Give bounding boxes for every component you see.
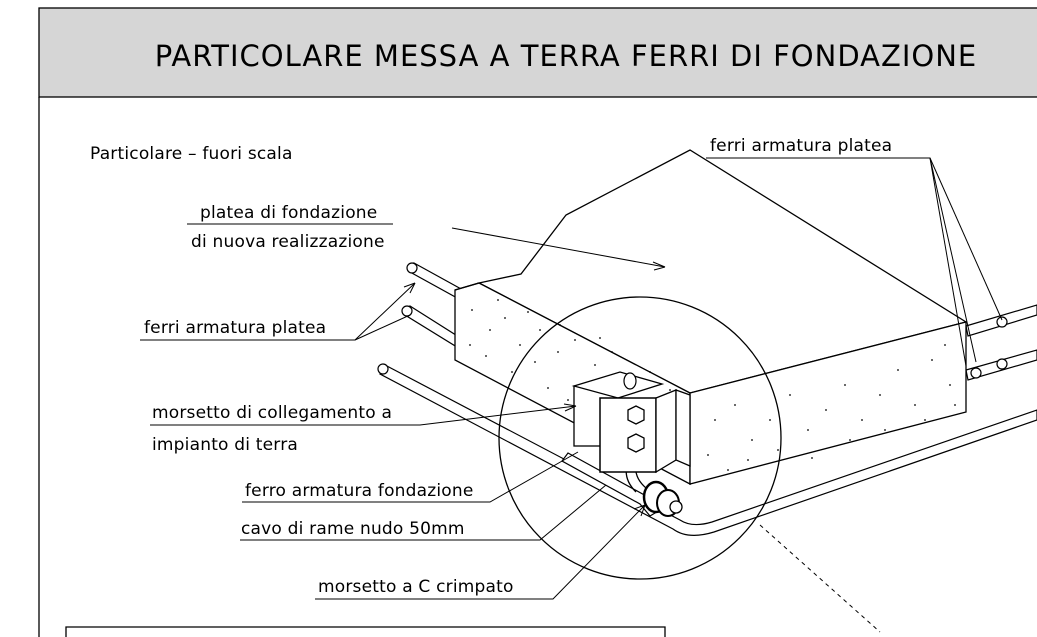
clamp-rear-plate bbox=[675, 389, 691, 467]
rebar-fondazione-body bbox=[379, 364, 1037, 536]
label-morsetto-line2: impianto di terra bbox=[152, 435, 298, 455]
drawing-title: PARTICOLARE MESSA A TERRA FERRI DI FONDA… bbox=[155, 39, 978, 73]
foundation-slab bbox=[454, 149, 968, 486]
notes-box-outline bbox=[65, 626, 666, 637]
rebar-end-right-2 bbox=[996, 358, 1008, 370]
c-crimp-clamp bbox=[642, 480, 683, 517]
bolt-icon bbox=[627, 405, 645, 453]
label-morsetto-line1: morsetto di collegamento a bbox=[152, 403, 392, 423]
labels: Particolare – fuori scala platea di fond… bbox=[90, 136, 892, 597]
label-ferri-platea-left: ferri armatura platea bbox=[144, 318, 326, 338]
clamp-top-plate bbox=[571, 371, 665, 399]
label-cavo-rame: cavo di rame nudo 50mm bbox=[241, 519, 465, 539]
clamp-front-plate bbox=[599, 397, 657, 473]
label-ferro-fondazione: ferro armatura fondazione bbox=[245, 481, 474, 501]
scale-note: Particolare – fuori scala bbox=[90, 144, 293, 164]
rebar-end-left-2 bbox=[401, 305, 413, 317]
cable-end bbox=[669, 500, 683, 514]
clamp-bolt-top bbox=[623, 372, 637, 390]
concrete-hatch bbox=[469, 299, 956, 471]
rebar-end-left-1 bbox=[406, 262, 418, 274]
rebar-fondazione-end bbox=[377, 363, 389, 375]
title-block: PARTICOLARE MESSA A TERRA FERRI DI FONDA… bbox=[38, 7, 1037, 98]
clamp-side-plate bbox=[655, 389, 677, 474]
label-platea-line2: di nuova realizzazione bbox=[191, 232, 385, 252]
slab-edge-left bbox=[454, 282, 480, 291]
detail-circle bbox=[498, 296, 782, 580]
rebar-stub-right-1 bbox=[970, 367, 982, 379]
rebars-right bbox=[965, 304, 1037, 381]
label-platea-line1: platea di fondazione bbox=[200, 203, 377, 223]
leader-lines bbox=[140, 157, 1003, 633]
title-band bbox=[38, 7, 1037, 98]
label-ferri-platea-right: ferri armatura platea bbox=[710, 136, 892, 156]
rebar-fondazione bbox=[377, 363, 1037, 536]
label-morsetto-c: morsetto a C crimpato bbox=[318, 577, 514, 597]
rebar-end-right-1 bbox=[996, 316, 1008, 328]
grounding-clamp bbox=[571, 371, 691, 474]
